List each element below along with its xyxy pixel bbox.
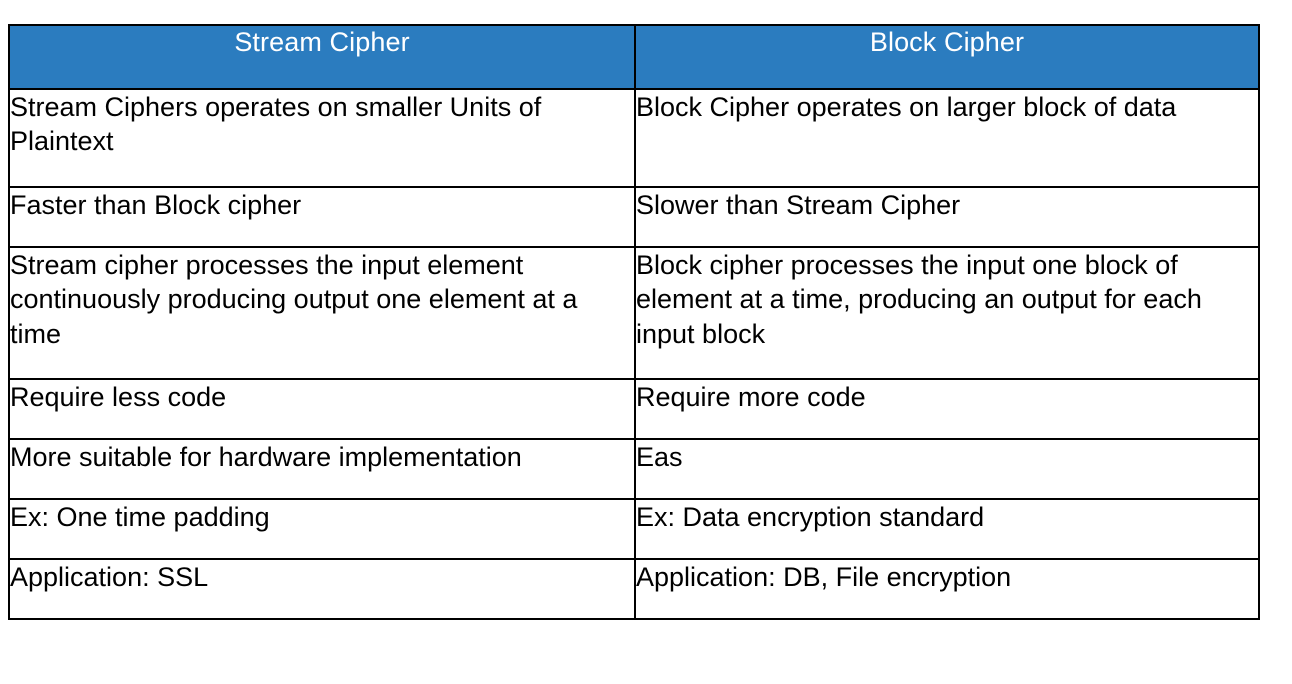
table-row: Require less code Require more code (8, 378, 1260, 440)
cell-stream-5: More suitable for hardware implementatio… (8, 438, 636, 500)
header-row: Stream Cipher Block Cipher (8, 24, 1260, 90)
table-row: Faster than Block cipher Slower than Str… (8, 186, 1260, 248)
cell-text: Ex: One time padding (10, 502, 270, 532)
cell-block-1: Block Cipher operates on larger block of… (634, 88, 1260, 188)
column-header-block-cipher-label: Block Cipher (869, 27, 1025, 57)
cell-block-2: Slower than Stream Cipher (634, 186, 1260, 248)
cell-text: Stream Ciphers operates on smaller Units… (10, 92, 542, 157)
cell-stream-6: Ex: One time padding (8, 498, 636, 560)
table-row: Ex: One time padding Ex: Data encryption… (8, 498, 1260, 560)
cipher-comparison-table: Stream Cipher Block Cipher Stream Cipher… (8, 24, 1260, 620)
table-row: More suitable for hardware implementatio… (8, 438, 1260, 500)
cell-block-5: Eas (634, 438, 1260, 500)
cell-text: More suitable for hardware implementatio… (10, 442, 522, 472)
cell-text: Stream cipher processes the input elemen… (10, 250, 578, 349)
cell-block-3: Block cipher processes the input one blo… (634, 246, 1260, 380)
cell-text: Block Cipher operates on larger block of… (636, 92, 1177, 122)
cell-text: Application: DB, File encryption (636, 562, 1012, 592)
table-header: Stream Cipher Block Cipher (8, 24, 1260, 90)
cell-stream-4: Require less code (8, 378, 636, 440)
cell-stream-3: Stream cipher processes the input elemen… (8, 246, 636, 380)
cell-text: Eas (636, 442, 683, 472)
table-row: Stream cipher processes the input elemen… (8, 246, 1260, 380)
cell-text: Ex: Data encryption standard (636, 502, 985, 532)
cell-block-4: Require more code (634, 378, 1260, 440)
table-body: Stream Ciphers operates on smaller Units… (8, 88, 1260, 620)
column-header-stream-cipher-label: Stream Cipher (234, 27, 410, 57)
cell-stream-1: Stream Ciphers operates on smaller Units… (8, 88, 636, 188)
table-row: Application: SSL Application: DB, File e… (8, 558, 1260, 620)
column-header-stream-cipher: Stream Cipher (8, 24, 636, 90)
cell-block-6: Ex: Data encryption standard (634, 498, 1260, 560)
cell-stream-2: Faster than Block cipher (8, 186, 636, 248)
cell-text: Block cipher processes the input one blo… (636, 250, 1202, 349)
cell-text: Application: SSL (10, 562, 209, 592)
cell-stream-7: Application: SSL (8, 558, 636, 620)
cell-text: Slower than Stream Cipher (636, 190, 961, 220)
column-header-block-cipher: Block Cipher (634, 24, 1260, 90)
cell-text: Require more code (636, 382, 866, 412)
table-row: Stream Ciphers operates on smaller Units… (8, 88, 1260, 188)
cell-text: Require less code (10, 382, 227, 412)
cell-text: Faster than Block cipher (10, 190, 302, 220)
cell-block-7: Application: DB, File encryption (634, 558, 1260, 620)
